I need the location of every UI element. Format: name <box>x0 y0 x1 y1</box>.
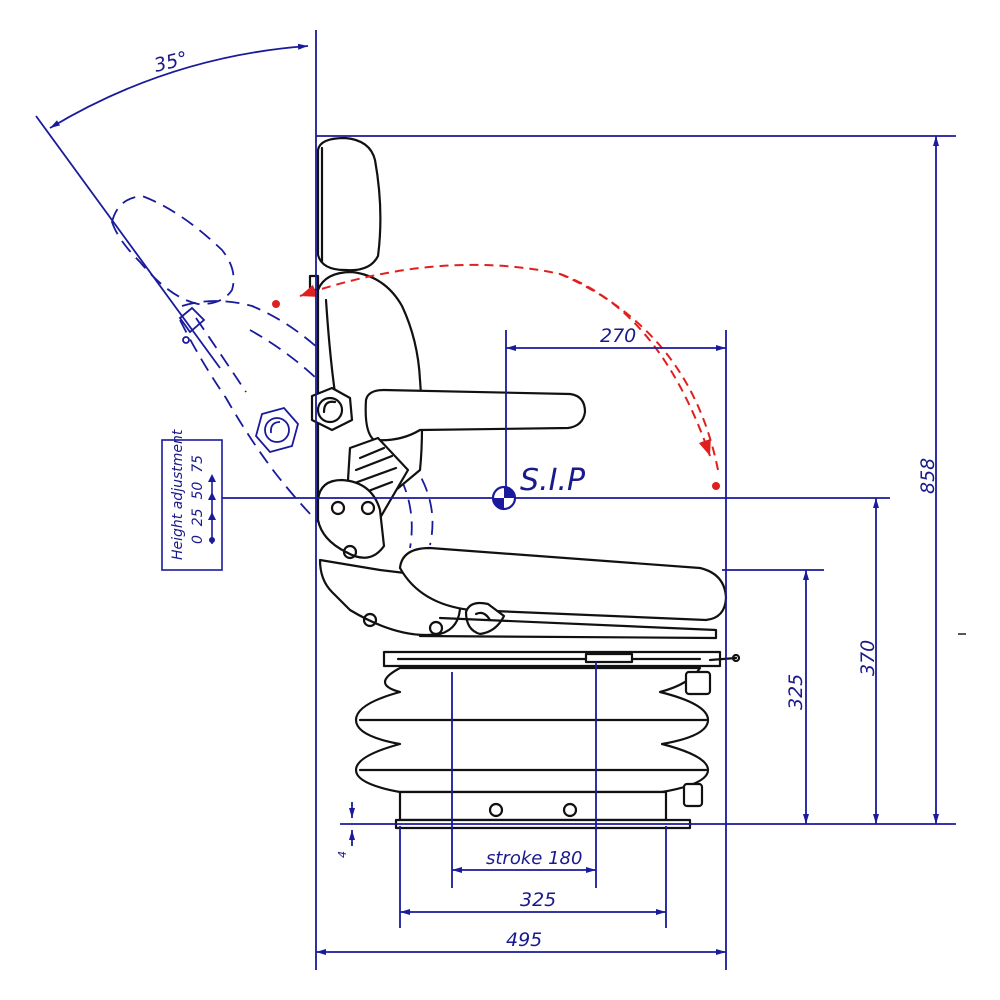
height-adjustment-title: Height adjustment <box>170 429 186 560</box>
seat-outline <box>308 136 741 830</box>
dimension-labels: 35° S.I.P 270 858 370 325 stroke 180 325… <box>152 47 939 951</box>
height-adjustment-box <box>161 439 223 571</box>
dim-858: 858 <box>917 458 939 494</box>
dim-370: 370 <box>857 640 879 676</box>
dim-325-vertical: 325 <box>785 674 807 710</box>
angle-label: 35° <box>152 47 190 76</box>
dim-495: 495 <box>506 929 542 951</box>
recline-arc <box>272 263 720 490</box>
recline-point-rear <box>272 300 280 308</box>
dim-325-base: 325 <box>520 889 556 911</box>
height-adjustment-scale: 0 25 50 75 <box>190 455 206 544</box>
recline-point-front <box>712 482 720 490</box>
dim-stroke: stroke 180 <box>486 848 582 869</box>
sip-label: S.I.P <box>520 463 586 498</box>
sip-marker <box>491 485 517 511</box>
recline-knob-tilted <box>255 406 299 454</box>
dim-4: 4 <box>336 851 349 858</box>
dim-270: 270 <box>600 325 636 347</box>
dimension-lines <box>35 30 966 970</box>
